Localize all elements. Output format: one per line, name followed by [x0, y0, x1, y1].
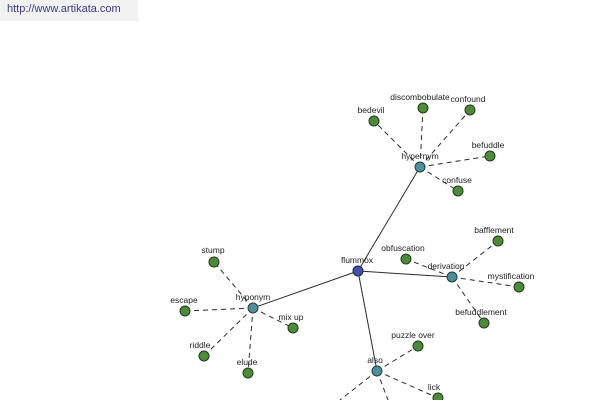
node-escape[interactable] — [179, 305, 191, 317]
label-escape: escape — [170, 295, 198, 305]
label-hypernym: hypernym — [401, 151, 438, 161]
edge-hyponym-riddle — [203, 307, 254, 357]
edge-also-offscreen-a — [339, 370, 378, 400]
label-confound: confound — [451, 94, 486, 104]
label-riddle: riddle — [190, 340, 211, 350]
edge-hypernym-befuddle — [419, 155, 491, 168]
node-derivation[interactable] — [446, 271, 458, 283]
node-puzzleover[interactable] — [412, 340, 424, 352]
node-flummox[interactable] — [352, 265, 364, 277]
edge-hypernym-bedevil — [373, 120, 421, 168]
label-derivation: derivation — [428, 261, 465, 271]
node-obfuscation[interactable] — [400, 253, 412, 265]
edge-center-also — [357, 270, 378, 372]
edge-hyponym-escape — [184, 307, 254, 312]
node-befuddle[interactable] — [484, 150, 496, 162]
edge-center-derivation — [357, 270, 453, 278]
node-hyponym[interactable] — [247, 302, 259, 314]
label-lick: lick — [428, 382, 441, 392]
node-hypernym[interactable] — [414, 161, 426, 173]
node-bafflement[interactable] — [492, 235, 504, 247]
label-befuddlement: befuddlement — [455, 307, 507, 317]
node-also[interactable] — [371, 365, 383, 377]
label-puzzleover: puzzle over — [391, 330, 435, 340]
node-stump[interactable] — [208, 256, 220, 268]
node-discombobulate[interactable] — [417, 102, 429, 114]
node-riddle[interactable] — [198, 350, 210, 362]
label-also: also — [367, 355, 383, 365]
node-confuse[interactable] — [452, 185, 464, 197]
label-befuddle: befuddle — [472, 140, 505, 150]
node-mystification[interactable] — [513, 281, 525, 293]
label-bedevil: bedevil — [358, 105, 385, 115]
node-elude[interactable] — [242, 367, 254, 379]
edge-hypernym-discombobulate — [419, 107, 424, 168]
edge-hyponym-mixup — [252, 307, 294, 329]
label-mixup: mix up — [278, 312, 303, 322]
edge-hypernym-confuse — [419, 166, 459, 192]
label-discombobulate: discombobulate — [390, 92, 450, 102]
edge-also-puzzleover — [376, 345, 419, 372]
source-link[interactable]: http://www.artikata.com — [0, 0, 138, 21]
label-elude: elude — [237, 357, 258, 367]
node-befuddlement[interactable] — [478, 317, 490, 329]
edge-hyponym-elude — [247, 307, 254, 374]
edge-hypernym-confound — [419, 109, 471, 168]
edge-derivation-mystification — [451, 276, 520, 288]
label-flummox: flummox — [341, 255, 374, 265]
label-confuse: confuse — [442, 175, 472, 185]
label-bafflement: bafflement — [474, 225, 514, 235]
edge-center-hyponym — [252, 270, 359, 309]
node-confound[interactable] — [464, 104, 476, 116]
node-bedevil[interactable] — [368, 115, 380, 127]
label-hyponym: hyponym — [236, 292, 271, 302]
label-obfuscation: obfuscation — [381, 243, 425, 253]
label-mystification: mystification — [488, 271, 535, 281]
edge-also-lick — [376, 370, 439, 399]
node-mixup[interactable] — [287, 322, 299, 334]
edge-center-hypernym — [357, 166, 421, 272]
edge-derivation-bafflement — [451, 240, 499, 278]
node-lick[interactable] — [432, 392, 444, 400]
edge-hyponym-stump — [213, 261, 254, 309]
edge-derivation-befuddlement — [451, 276, 485, 324]
label-stump: stump — [201, 245, 224, 255]
